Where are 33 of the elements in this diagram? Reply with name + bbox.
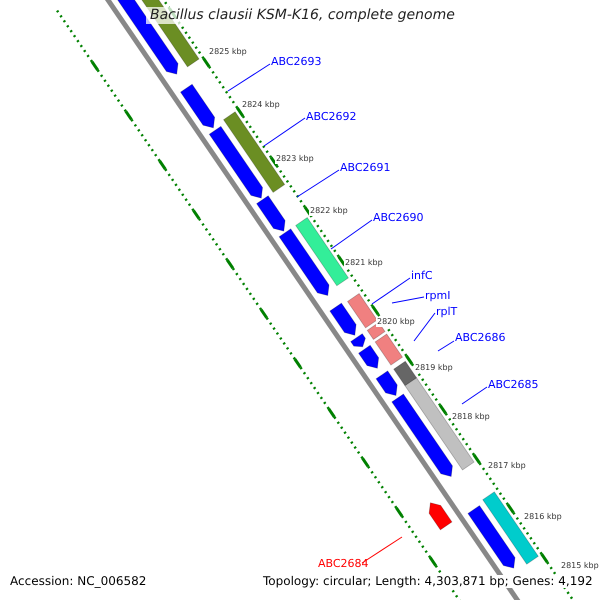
- leader-line: [438, 340, 454, 352]
- gene-label: ABC2693: [271, 56, 322, 68]
- scale-label: 2820 kbp: [376, 318, 416, 327]
- info-text: Accession: NC_006582: [9, 575, 148, 588]
- info-text: Topology: circular; Length: 4,303,871 bp; Genes: 4,192: [262, 575, 594, 588]
- leader-line: [372, 278, 410, 304]
- leader-line: [264, 118, 306, 146]
- leader-line: [392, 296, 424, 304]
- scale-label: 2817 kbp: [487, 462, 527, 471]
- scale-label: 2816 kbp: [523, 513, 563, 522]
- leader-line: [330, 220, 372, 250]
- gene-label: rpmI: [425, 290, 450, 302]
- leader-line: [296, 170, 340, 198]
- gene-label: rplT: [436, 306, 458, 318]
- gene-label: ABC2690: [373, 212, 424, 224]
- gene-label: ABC2686: [455, 332, 506, 344]
- gene-label: ABC2691: [340, 162, 391, 174]
- gene-label: infC: [411, 270, 433, 282]
- gene-label: ABC2684: [318, 558, 369, 570]
- leader-line: [228, 64, 270, 92]
- scale-label: 2821 kbp: [344, 259, 384, 268]
- leader-line: [414, 312, 436, 342]
- gene-label: ABC2692: [306, 111, 357, 124]
- scale-label: 2824 kbp: [241, 101, 281, 110]
- scale-label: 2819 kbp: [414, 364, 454, 373]
- leader-line: [462, 386, 488, 404]
- gene-label: ABC2685: [488, 379, 539, 392]
- scale-label: 2818 kbp: [451, 413, 491, 422]
- leader-line: [362, 536, 402, 564]
- scale-label: 2822 kbp: [309, 207, 349, 216]
- scale-label: 2815 kbp: [560, 562, 600, 571]
- scale-label: 2825 kbp: [208, 48, 248, 57]
- scale-label: 2823 kbp: [275, 155, 315, 164]
